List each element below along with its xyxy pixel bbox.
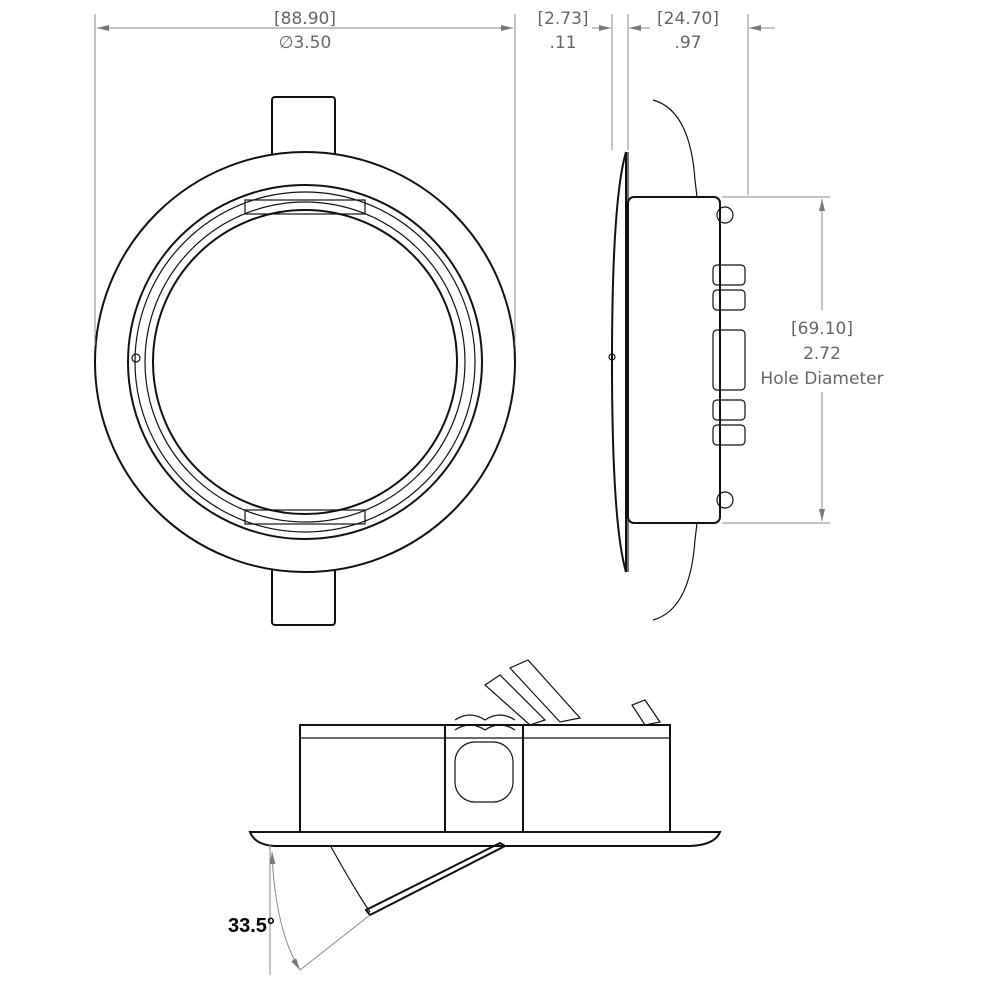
flange-thickness-metric: [2.73]: [537, 9, 588, 29]
tilt-angle-label: 33.5°: [228, 915, 275, 937]
hole-diameter-metric: [69.10]: [791, 319, 853, 339]
tilted-view: 33.5°: [228, 659, 722, 975]
depth-metric: [24.70]: [657, 9, 719, 29]
dimension-lines: [94, 14, 830, 524]
hole-diameter-imperial: 2.72: [803, 344, 841, 364]
outer-diameter-imperial: ∅3.50: [279, 33, 332, 53]
front-view: [94, 96, 516, 626]
depth-imperial: .97: [674, 33, 701, 53]
outer-diameter-metric: [88.90]: [274, 9, 336, 29]
side-view: [608, 99, 746, 621]
flange-thickness-imperial: .11: [549, 33, 576, 53]
hole-diameter-label: Hole Diameter: [760, 369, 883, 389]
